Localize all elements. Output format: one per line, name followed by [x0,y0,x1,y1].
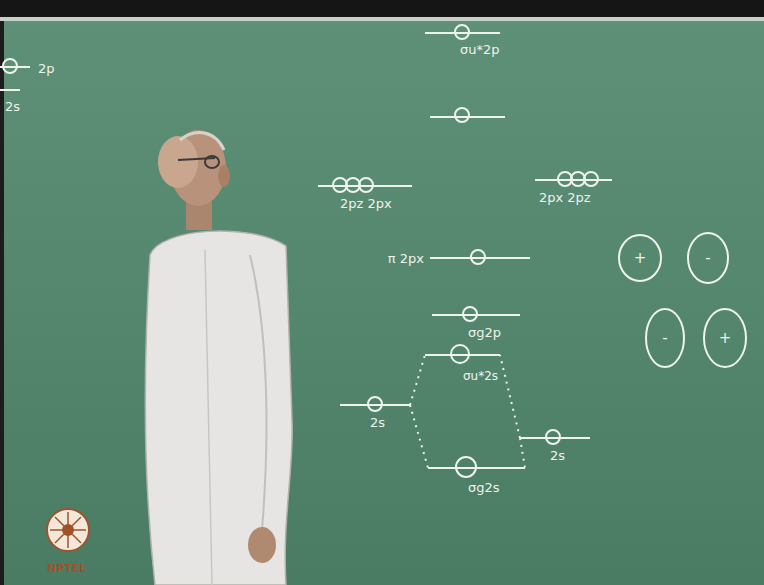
unlabelled-level [430,108,505,122]
orbital-lobe: + [618,234,662,282]
energy-level: 2pz 2px [318,178,412,194]
level-line [520,430,590,446]
level-label-holder: 2s [550,445,565,464]
energy-level: 2s [520,430,590,446]
level-label-holder: σu*2p [460,39,500,58]
level-line [0,59,30,75]
correlation-line [500,355,520,438]
logo-holder: NPTEL [47,557,86,577]
level-label-holder: σu*2s [463,365,498,384]
orbital-label: 2s [5,99,20,114]
energy-level: 2p [0,59,30,75]
correlation-line [520,438,525,468]
nptel-logo [47,509,89,551]
level-line [428,460,525,476]
orbital-label: σg2s [468,480,500,495]
level-label-holder: 2px 2pz [539,187,591,206]
energy-level: σu*2s [425,347,500,363]
orbital-label: σu*2p [460,42,500,57]
energy-level: σg2p [432,307,520,323]
energy-level: 2s [340,397,410,413]
energy-level: σg2s [428,460,525,476]
level-line [340,397,410,413]
level-label-holder: π 2px [388,248,424,267]
orbital-lobe: + [703,308,747,368]
logo-text: NPTEL [47,562,86,575]
energy-level: 2s [0,82,20,98]
level-label-holder: 2pz 2px [340,193,392,212]
level-line [425,25,500,41]
phase-sign: - [662,330,667,346]
level-line [425,347,500,363]
level-label-holder: σg2s [468,477,500,496]
correlation-line [410,405,428,468]
level-line [535,172,612,188]
level-line [0,82,20,98]
level-label-holder: 2s [370,412,385,431]
orbital-label: 2pz 2px [340,196,392,211]
orbital-lobe: - [687,232,729,284]
energy-level: π 2px [430,250,530,266]
energy-level: 2px 2pz [535,172,612,188]
level-line [432,307,520,323]
orbital-label: σg2p [468,325,501,340]
orbital-label: 2px 2pz [539,190,591,205]
board-rim [0,17,764,21]
phase-sign: + [719,330,732,346]
phase-sign: + [634,250,647,266]
level-label-holder: 2p [38,58,55,77]
orbital-label: σu*2s [463,369,498,383]
orbital-lobe: - [645,308,685,368]
phase-sign: - [705,250,710,266]
level-label-holder: 2s [5,96,20,115]
level-label-holder: σg2p [468,322,501,341]
level-line [430,250,530,266]
orbital-label: 2p [38,61,55,76]
lecturer [145,130,292,585]
correlation-line [410,355,425,405]
top-band [0,0,764,17]
energy-level: σu*2p [425,25,500,41]
orbital-label: 2s [550,448,565,463]
orbital-label: 2s [370,415,385,430]
left-edge [0,21,4,585]
level-line [318,178,412,194]
orbital-label: π 2px [388,251,424,266]
